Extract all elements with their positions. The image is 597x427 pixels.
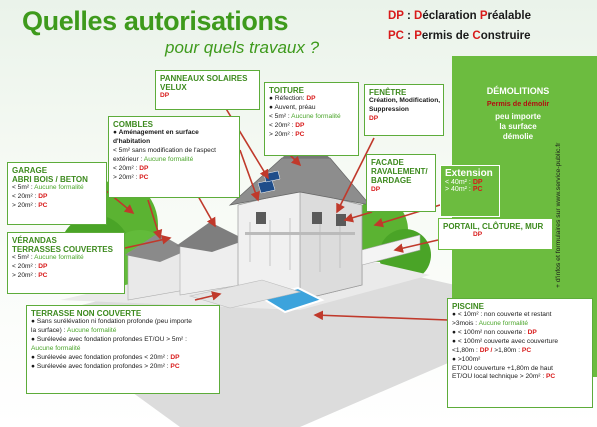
extension-box: Extension < 40m² : DP > 40m² : PC: [440, 165, 500, 217]
arrow-portail: [393, 239, 439, 253]
box-panneaux: PANNEAUX SOLAIRES VELUX DP: [155, 70, 260, 110]
arrow-piscine: [313, 310, 449, 321]
box-terrasse: TERRASSE NON COUVERTE ● Sans surélévatio…: [26, 305, 220, 394]
box-facade: FACADE RAVALEMENT/ BARDAGE DP: [366, 154, 436, 212]
arrow-facade: [343, 211, 373, 223]
legend-pc: PC : Permis de Construire: [388, 30, 531, 42]
box-verandas: VÉRANDAS TERRASSES COUVERTES < 5m² : Auc…: [7, 232, 125, 294]
box-portail: PORTAIL, CLÔTURE, MUR DP: [438, 218, 553, 250]
box-garage: GARAGE ABRI BOIS / BETON < 5m² : Aucune …: [7, 162, 107, 225]
arrow-combles-2: [197, 195, 216, 228]
demolitions-text: peu importe la surface démolie: [495, 112, 541, 141]
arrow-toiture: [289, 154, 302, 167]
legend-dp: DP : Déclaration Préalable: [388, 10, 532, 22]
arrow-verandas: [124, 235, 172, 249]
arrow-terrasse: [194, 291, 222, 301]
box-toiture: TOITURE ● Réfection: DP ● Auvent, préau …: [264, 82, 359, 156]
page-title: Quelles autorisations: [22, 6, 289, 36]
demolitions-title: DÉMOLITIONS: [486, 86, 550, 96]
box-fenetre: FENÊTRE Création, Modification, Suppress…: [364, 84, 444, 136]
demolitions-sub: Permis de démolir: [486, 99, 550, 108]
arrow-combles: [239, 149, 260, 202]
arrow-fenetre: [336, 137, 375, 214]
arrow-garage-2: [147, 199, 163, 240]
side-info-text: + d'infos et formulaires sur www.service…: [555, 142, 562, 288]
box-piscine: PISCINE ● < 10m² : non couverte et resta…: [447, 298, 593, 408]
page-subtitle: pour quels travaux ?: [165, 38, 320, 57]
box-combles: COMBLES ● Aménagement en surface d'habit…: [108, 116, 240, 198]
